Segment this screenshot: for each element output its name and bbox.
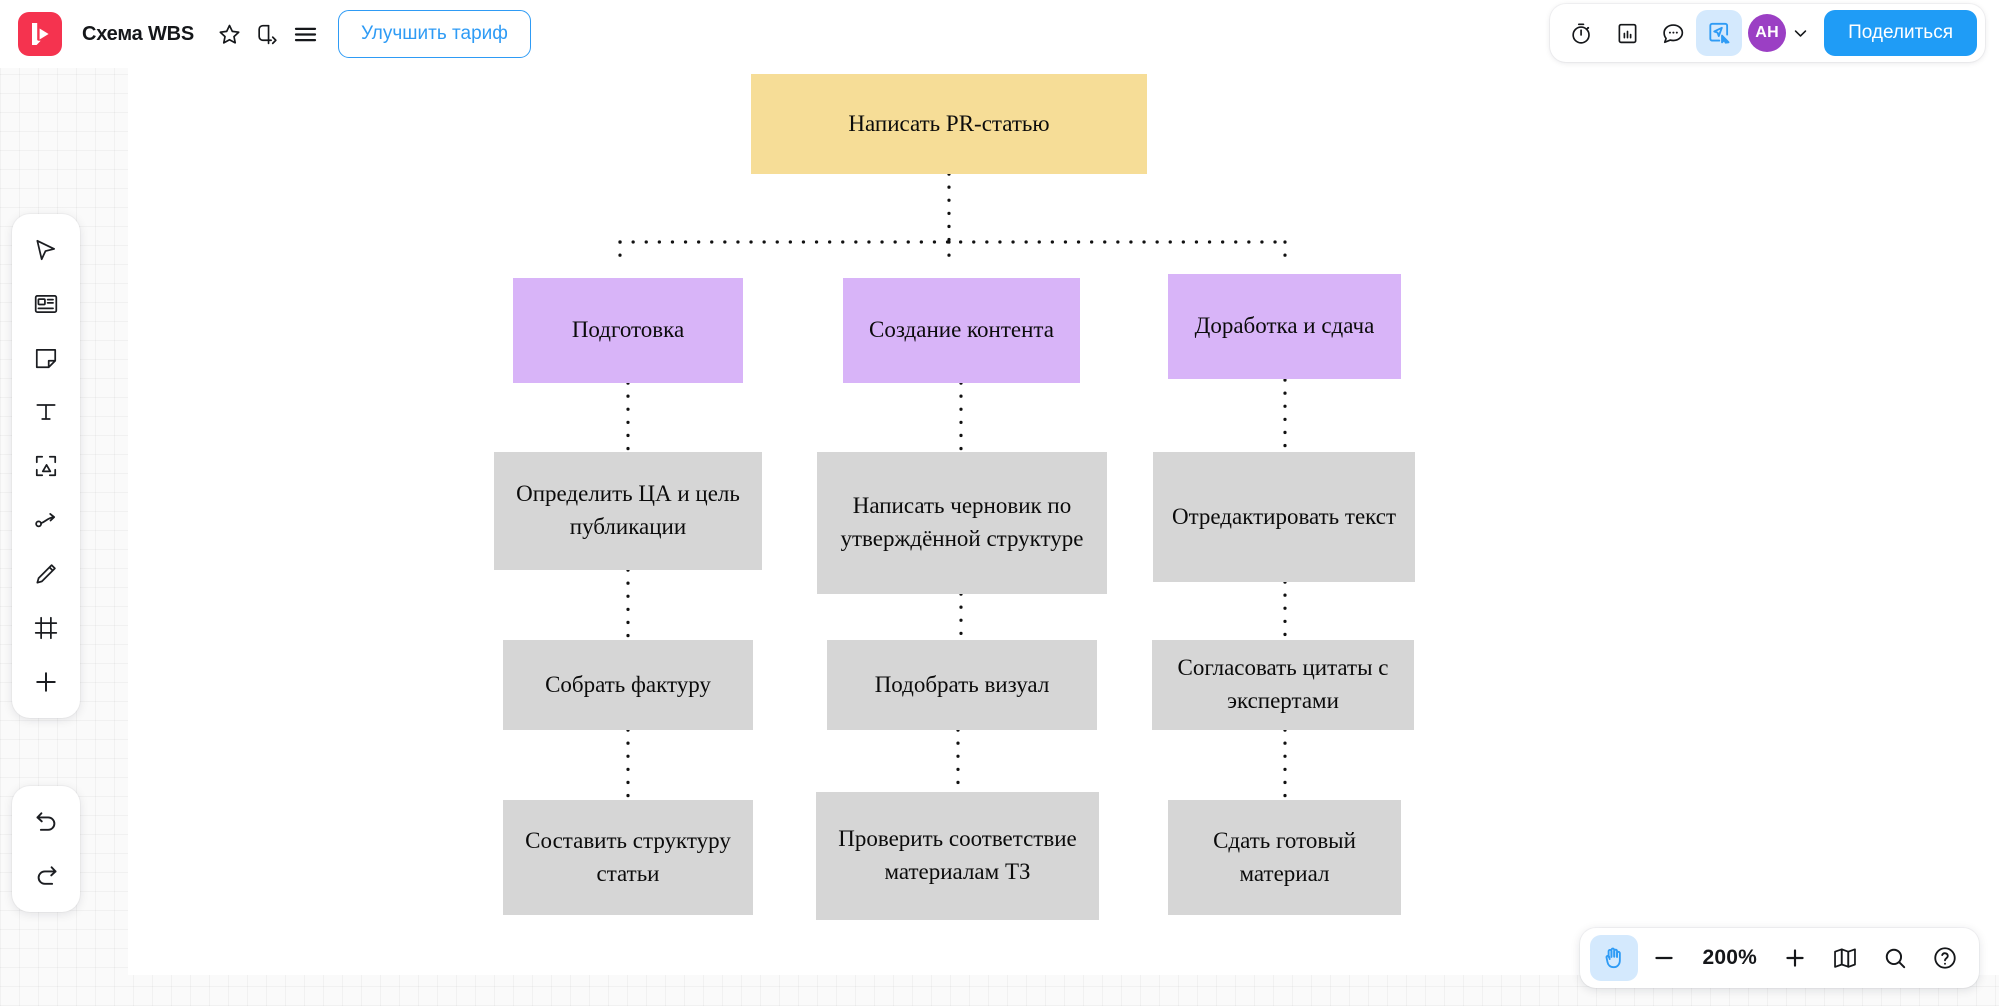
header-left-group: Схема WBS Улучшить тариф <box>0 10 531 58</box>
node-task-2b[interactable]: Подобрать визуал <box>827 640 1097 730</box>
share-button[interactable]: Поделиться <box>1824 10 1977 56</box>
frame-icon[interactable] <box>20 602 72 654</box>
zoom-toolbar: 200% <box>1580 928 1979 988</box>
image-icon[interactable] <box>20 440 72 492</box>
presentation-pointer-icon[interactable] <box>1696 10 1743 56</box>
hamburger-menu-icon[interactable] <box>286 15 324 53</box>
upgrade-plan-button[interactable]: Улучшить тариф <box>338 10 531 58</box>
node-phase-1[interactable]: Подготовка <box>513 278 743 383</box>
node-task-3b[interactable]: Согласовать цитаты с экспертами <box>1152 640 1414 730</box>
node-task-1b[interactable]: Собрать фактуру <box>503 640 753 730</box>
comment-icon[interactable] <box>1650 10 1696 56</box>
sticky-note-icon[interactable] <box>20 332 72 384</box>
minimap-icon[interactable] <box>1821 935 1869 981</box>
chart-bar-icon[interactable] <box>1604 10 1650 56</box>
lucid-logo-icon[interactable] <box>18 12 62 56</box>
zoom-out-icon[interactable] <box>1640 935 1688 981</box>
zoom-level-label[interactable]: 200% <box>1702 946 1757 969</box>
timer-icon[interactable] <box>1558 10 1604 56</box>
node-task-1c[interactable]: Составить структуру статьи <box>503 800 753 915</box>
header-right-group: АН Поделиться <box>1550 4 1985 62</box>
history-toolbar <box>12 786 80 912</box>
zoom-in-icon[interactable] <box>1771 935 1819 981</box>
node-task-2a[interactable]: Написать черновик по утверждённой структ… <box>817 452 1107 594</box>
diagram-nodes: Написать PR-статью Подготовка Создание к… <box>0 68 1999 1006</box>
node-task-2c[interactable]: Проверить соответствие материалам ТЗ <box>816 792 1099 920</box>
redo-icon[interactable] <box>20 850 72 902</box>
star-icon[interactable] <box>210 15 248 53</box>
undo-icon[interactable] <box>20 796 72 848</box>
select-cursor-icon[interactable] <box>20 224 72 276</box>
text-icon[interactable] <box>20 386 72 438</box>
hand-pan-icon[interactable] <box>1590 935 1639 981</box>
node-phase-2[interactable]: Создание контента <box>843 278 1080 383</box>
chevron-down-icon[interactable] <box>1786 14 1814 52</box>
node-task-3a[interactable]: Отредактировать текст <box>1153 452 1415 582</box>
line-connector-icon[interactable] <box>20 494 72 546</box>
search-icon[interactable] <box>1871 935 1919 981</box>
node-phase-3[interactable]: Доработка и сдача <box>1168 274 1401 379</box>
share-door-icon[interactable] <box>248 15 286 53</box>
shape-library-icon[interactable] <box>20 278 72 330</box>
avatar[interactable]: АН <box>1748 14 1787 52</box>
node-root[interactable]: Написать PR-статью <box>751 74 1147 174</box>
node-task-3c[interactable]: Сдать готовый материал <box>1168 800 1401 915</box>
app-header: Схема WBS Улучшить тариф <box>0 0 1999 68</box>
help-question-icon[interactable] <box>1921 935 1969 981</box>
add-more-icon[interactable] <box>20 656 72 708</box>
page-title[interactable]: Схема WBS <box>82 22 194 45</box>
left-toolbar <box>12 214 80 718</box>
canvas-area[interactable]: Написать PR-статью Подготовка Создание к… <box>0 68 1999 1006</box>
node-task-1a[interactable]: Определить ЦА и цель публикации <box>494 452 762 570</box>
pencil-draw-icon[interactable] <box>20 548 72 600</box>
